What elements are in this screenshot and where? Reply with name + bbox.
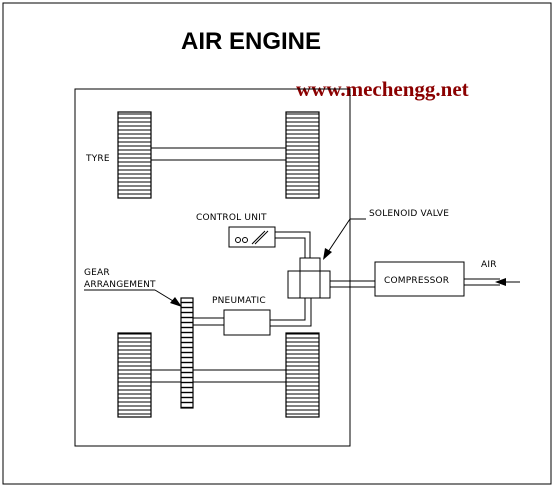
control-unit-label: CONTROL UNIT xyxy=(196,213,267,223)
air-inflow-arrow xyxy=(495,278,520,286)
gear-leader-arrow xyxy=(84,289,182,307)
control-unit-knob-2 xyxy=(242,237,248,243)
solenoid-valve-body xyxy=(287,270,331,299)
solenoid-valve-head xyxy=(299,257,321,273)
control-unit-switch xyxy=(251,230,266,245)
compressor-box xyxy=(374,261,465,297)
front-left-tyre xyxy=(117,111,152,199)
tyre-label: TYRE xyxy=(85,154,110,164)
front-right-tyre xyxy=(285,111,320,199)
pneumatic-pipe-inner xyxy=(270,298,312,327)
solenoid-valve-label: SOLENOID VALVE xyxy=(369,209,449,219)
air-label: AIR xyxy=(481,260,497,270)
compressor-label: COMPRESSOR xyxy=(384,276,449,286)
gear-wheel xyxy=(180,297,194,409)
control-unit-switch-2 xyxy=(254,230,269,245)
control-unit-knob-1 xyxy=(235,237,241,243)
diagram-title: AIR ENGINE xyxy=(181,28,321,55)
pneumatic-pipe-outer xyxy=(270,298,306,321)
front-axle-shaft xyxy=(149,147,288,161)
rear-right-tyre xyxy=(285,332,320,418)
pneumatic-cylinder xyxy=(223,309,271,336)
chassis-box xyxy=(74,88,351,447)
control-wire-inner xyxy=(275,237,306,258)
pneumatic-label: PNEUMATIC xyxy=(212,296,266,306)
control-wire-outer xyxy=(275,231,311,258)
gear-label-line1: GEAR xyxy=(84,268,110,278)
rear-axle-shaft xyxy=(149,369,288,383)
rear-left-tyre xyxy=(117,332,152,418)
rear-axle xyxy=(117,332,320,418)
solenoid-leader-arrow xyxy=(323,218,366,260)
gear-label-line2: ARRANGEMENT xyxy=(84,280,156,290)
front-axle xyxy=(117,111,320,199)
